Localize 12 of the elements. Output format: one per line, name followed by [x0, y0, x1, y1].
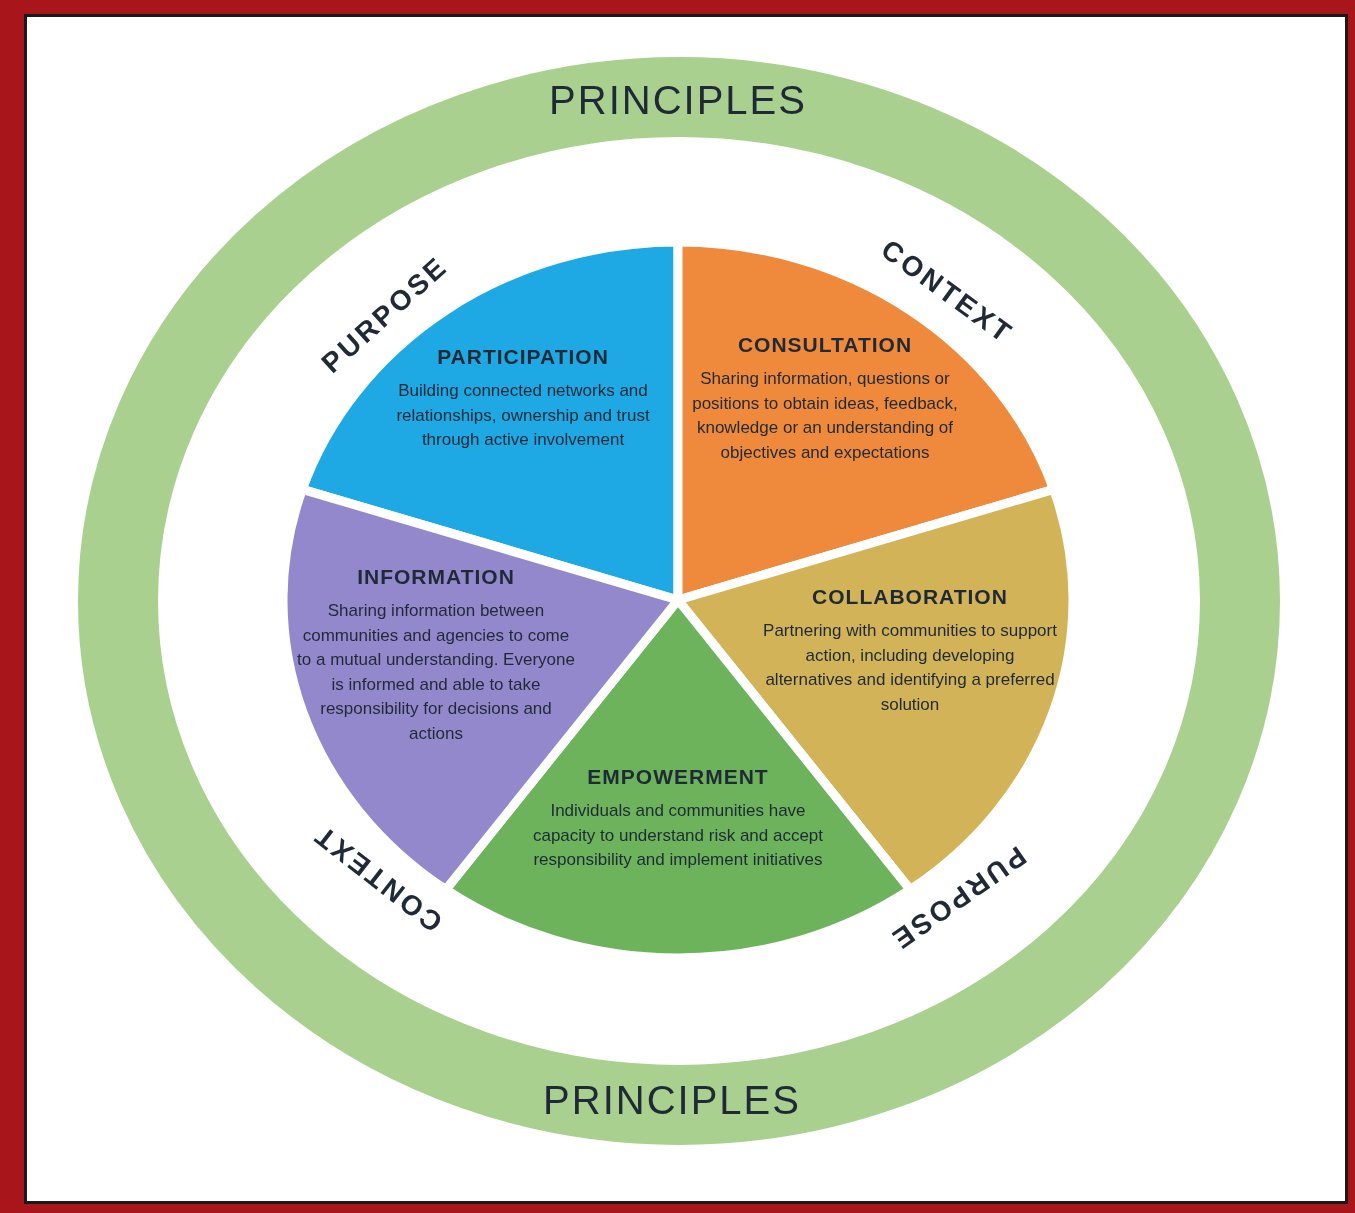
segment-title: CONSULTATION	[736, 333, 913, 357]
segment-description: Sharing information, questions or positions to obtain ideas, feedback, knowledge or an understanding of objectives and expectations	[691, 368, 959, 464]
segment-title: EMPOWERMENT	[586, 765, 770, 789]
segment-title: COLLABORATION	[811, 585, 1009, 609]
segment-description: Partnering with communities to support action, including developing alternatives and identifying a preferred solution	[762, 620, 1058, 716]
segment-description: Sharing information between communities and agencies to come to a mutual understanding. Everyone is informed and able to take responsibility for decisions and actions	[296, 600, 576, 745]
ring-label: PRINCIPLES	[543, 1077, 801, 1123]
ring-label: PRINCIPLES	[549, 77, 807, 123]
ring-band	[78, 57, 1280, 1145]
segment-description: Individuals and communities have capacity to understand risk and accept responsibility and implement initiatives	[531, 800, 825, 871]
segment-description: Building connected networks and relationships, ownership and trust through active involvement	[395, 380, 651, 451]
segment-title: INFORMATION	[356, 565, 516, 589]
